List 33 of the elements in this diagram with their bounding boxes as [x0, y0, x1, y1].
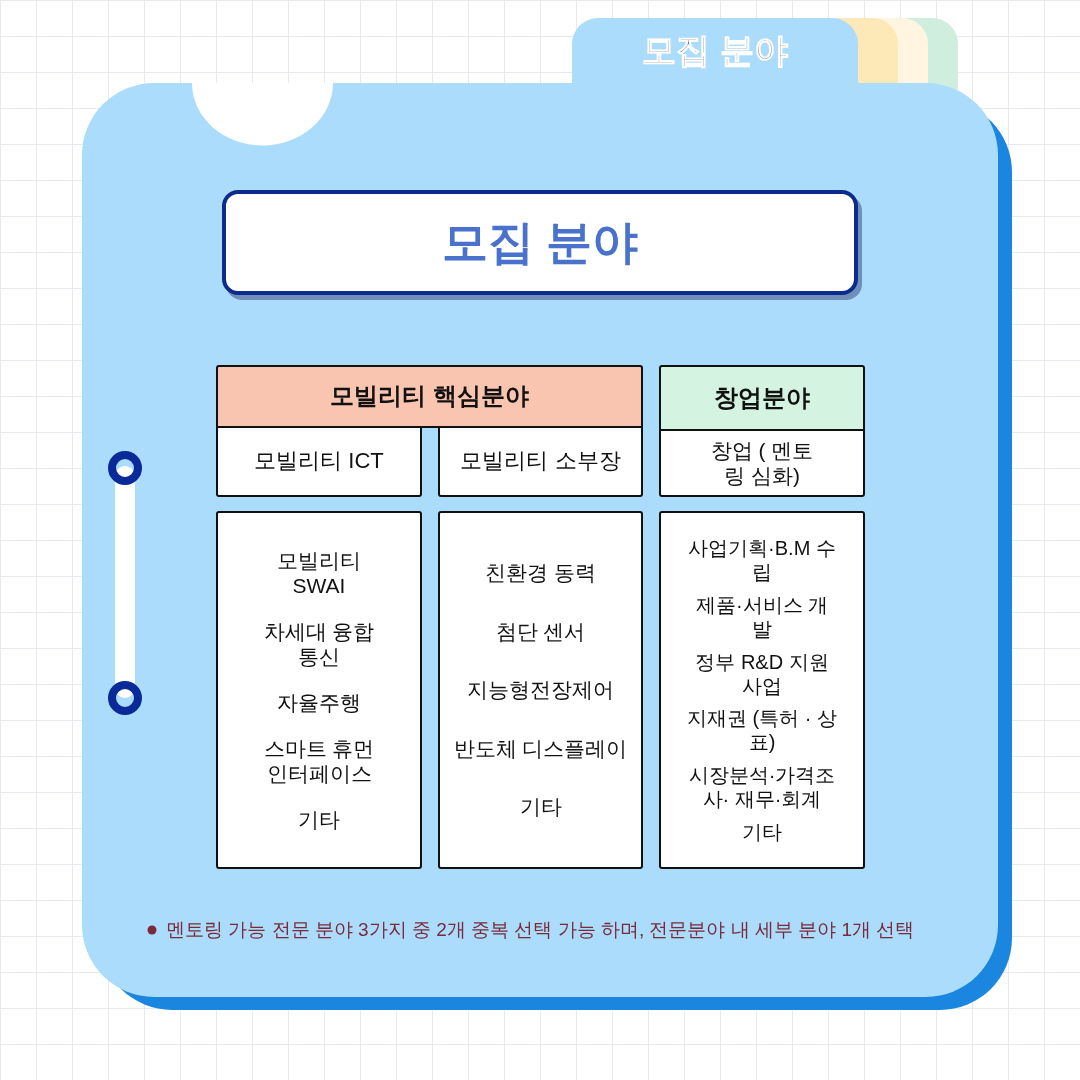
subcategory-box [659, 429, 865, 497]
heading: 모빌리티 ICT [254, 448, 384, 475]
heading: 모빌리티 핵심분야 [330, 382, 529, 411]
list-item: 차세대 융합통신 [262, 618, 376, 670]
list-item: 친환경 동력 [485, 560, 596, 586]
list-item: 사업기획·B.M 수립 [687, 535, 837, 584]
tab-title: 모집 분야 [642, 30, 788, 71]
list-item: 제품·서비스 개발 [694, 592, 830, 641]
heading: 모빌리티 소부장 [460, 448, 621, 475]
list-item: 지능형전장제어 [467, 677, 614, 703]
list-item: 자율주행 [277, 690, 361, 716]
list-item: 정부 R&D 지원사업 [694, 649, 830, 698]
heading: 창업분야 [714, 383, 810, 413]
field-list-box [216, 511, 422, 869]
list-item: 반도체 디스플레이 [453, 735, 628, 762]
field-list-box [438, 511, 643, 869]
category-header [659, 365, 865, 431]
category-header [216, 365, 643, 428]
subcategory-box [216, 426, 422, 497]
list-item: 첨단 센서 [495, 618, 586, 645]
list-item: 스마트 휴먼 인터페이스 [262, 735, 376, 787]
footnote: 멘토링 가능 전문 분야 3가지 중 2개 중복 선택 가능 하며, 전문분야 내 세부 분야 1개 선택 [166, 918, 915, 942]
tab [572, 18, 858, 83]
field-list-box [659, 511, 865, 869]
subcategory-box [438, 426, 643, 497]
list-item: 기타 [519, 794, 562, 820]
heading: 창업 ( 멘토링 심화) [709, 437, 815, 489]
list-item: 시장분석·가격조사· 재무·회계 [687, 763, 837, 812]
list-item: 지재권 (특허 · 상표) [687, 706, 837, 755]
list-item: 모빌리티 SWAI [276, 547, 362, 599]
list-item: 기타 [742, 820, 782, 845]
list-item: 기타 [298, 807, 340, 833]
heading: 모집 분야 [441, 214, 639, 270]
